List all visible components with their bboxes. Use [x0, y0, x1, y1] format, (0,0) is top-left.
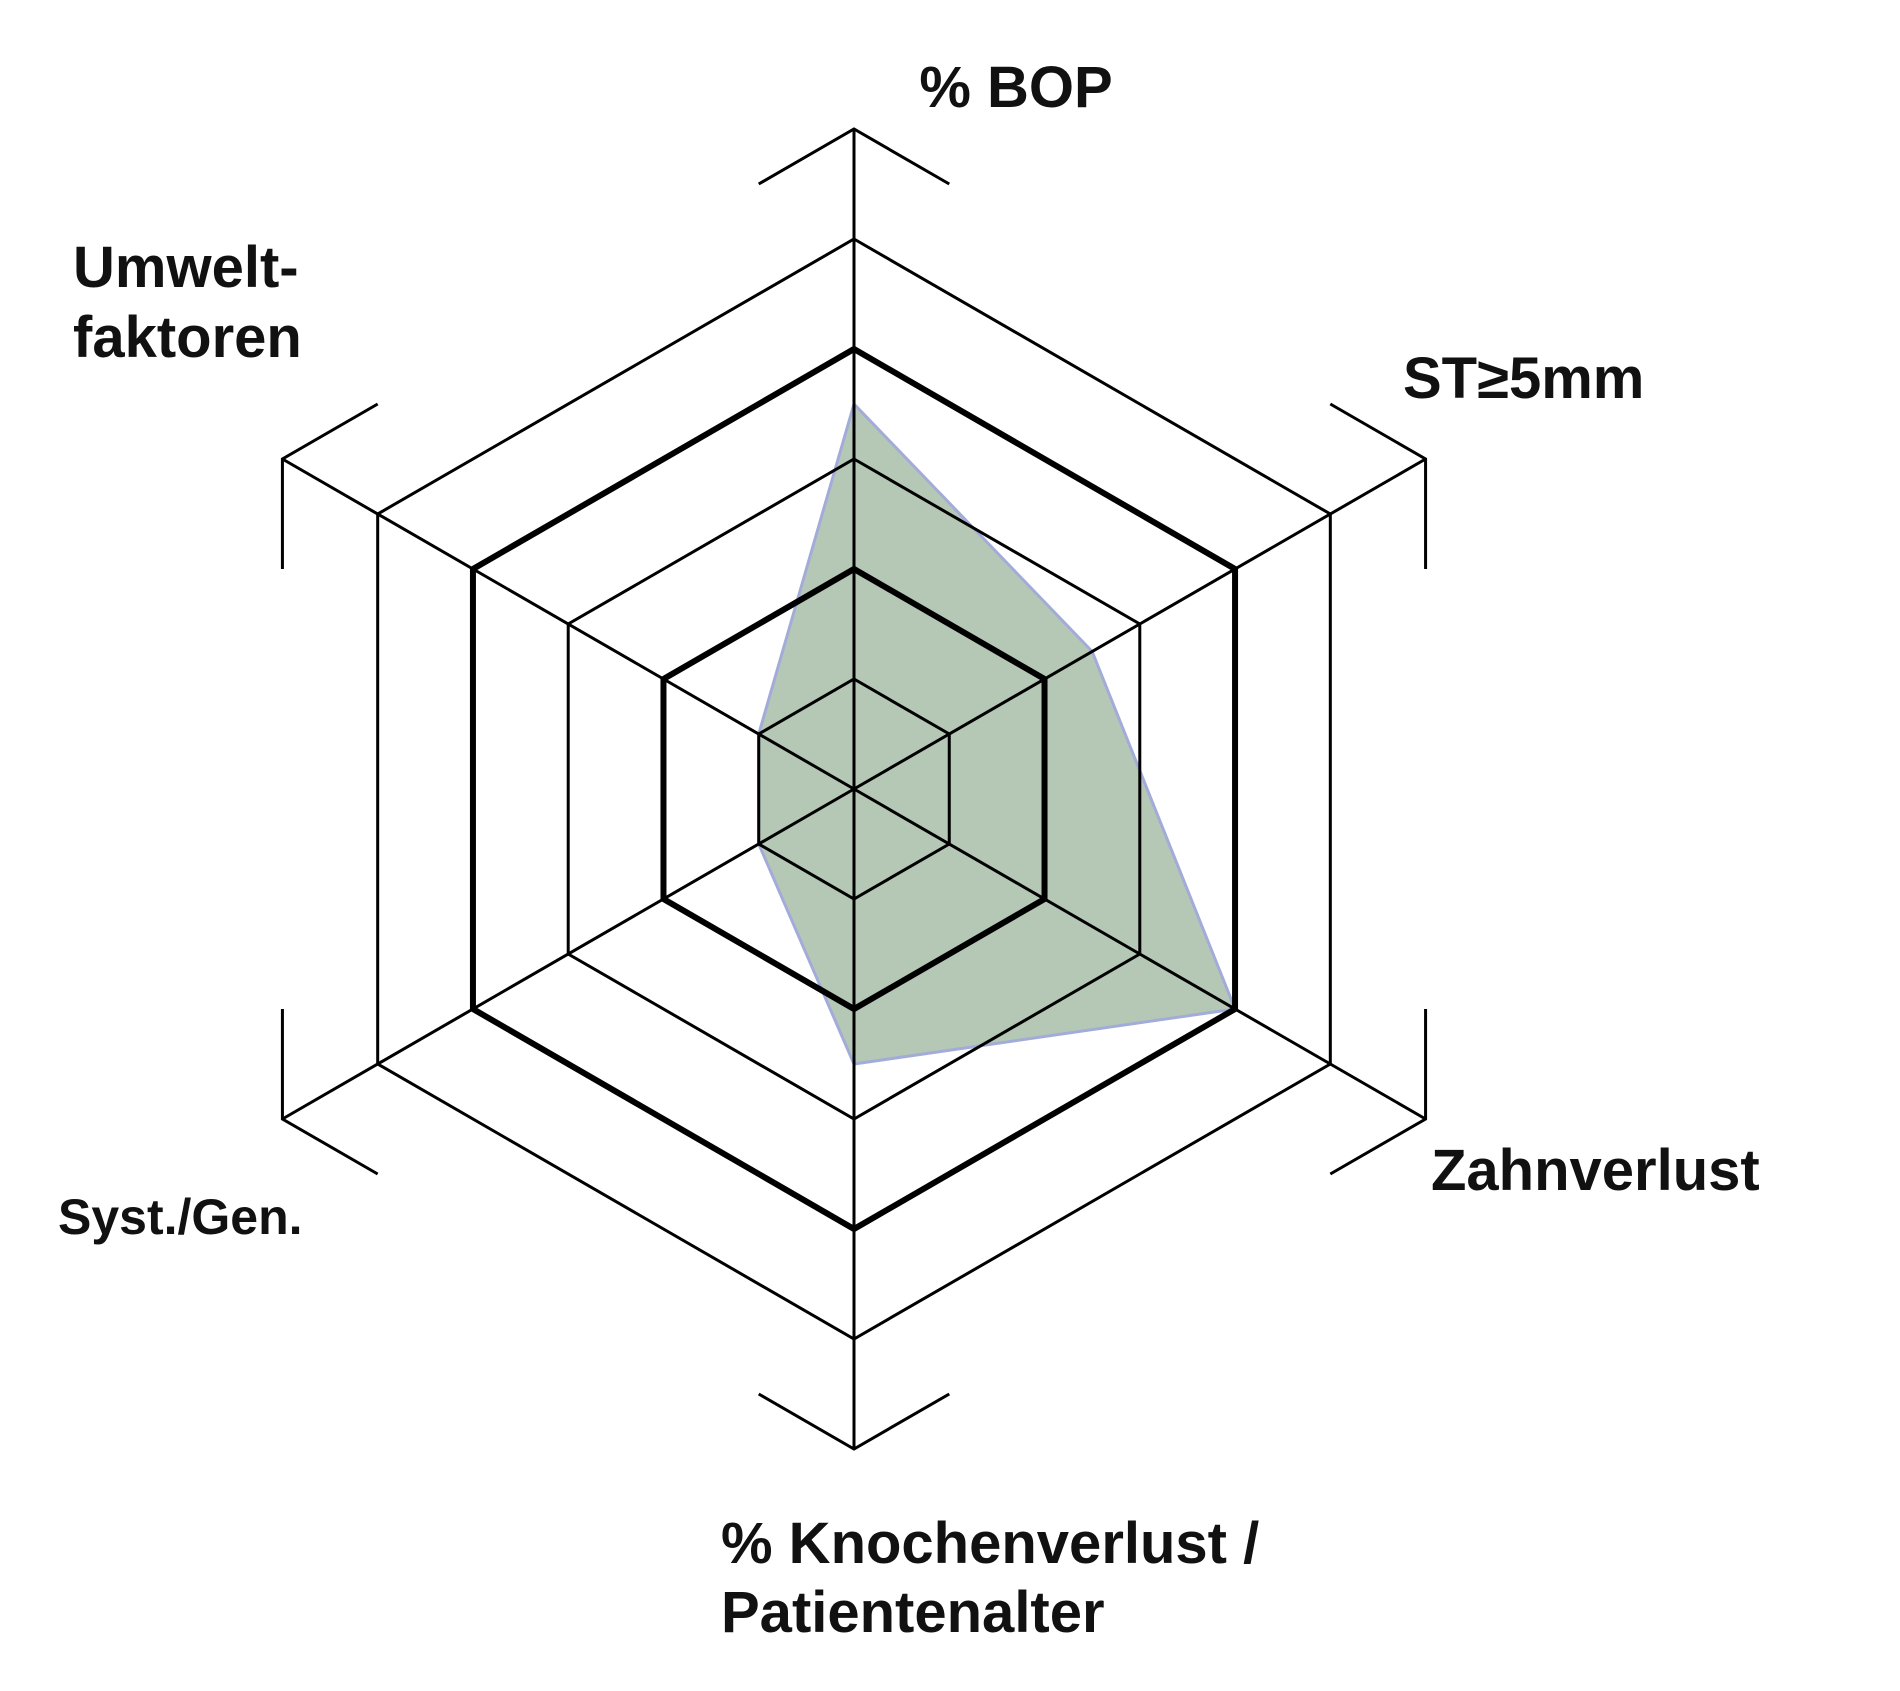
- axis-bracket-4: [280, 1009, 379, 1176]
- grid-ring-3: [566, 457, 1142, 1121]
- axis-label-umwelt-line1: Umwelt-: [73, 235, 299, 300]
- grid-ring-4: [469, 345, 1239, 1233]
- data-polygon-0: [757, 402, 1237, 1066]
- axis-label-bop: % BOP: [919, 55, 1112, 120]
- axis-label-syst-gen: Syst./Gen.: [58, 1189, 303, 1245]
- axis-bracket-2: [1329, 1009, 1428, 1176]
- axis-bracket-5: [280, 402, 379, 569]
- axis-label-zahnverlust: Zahnverlust: [1431, 1138, 1760, 1203]
- axis-bracket-1: [1329, 402, 1428, 569]
- axis-label-umwelt-line2: faktoren: [73, 305, 302, 370]
- grid-ring-5: [376, 237, 1332, 1341]
- grid-ring-2: [660, 565, 1048, 1013]
- axis-label-knochenverlust-line1: % Knochenverlust /: [721, 1511, 1259, 1576]
- axis-bracket-0: [757, 127, 951, 186]
- axis-bracket-3: [757, 1392, 951, 1451]
- axis-label-knochenverlust-line2: Patientenalter: [721, 1580, 1105, 1645]
- axis-label-st: ST≥5mm: [1403, 346, 1644, 411]
- grid-ring-1: [757, 677, 951, 901]
